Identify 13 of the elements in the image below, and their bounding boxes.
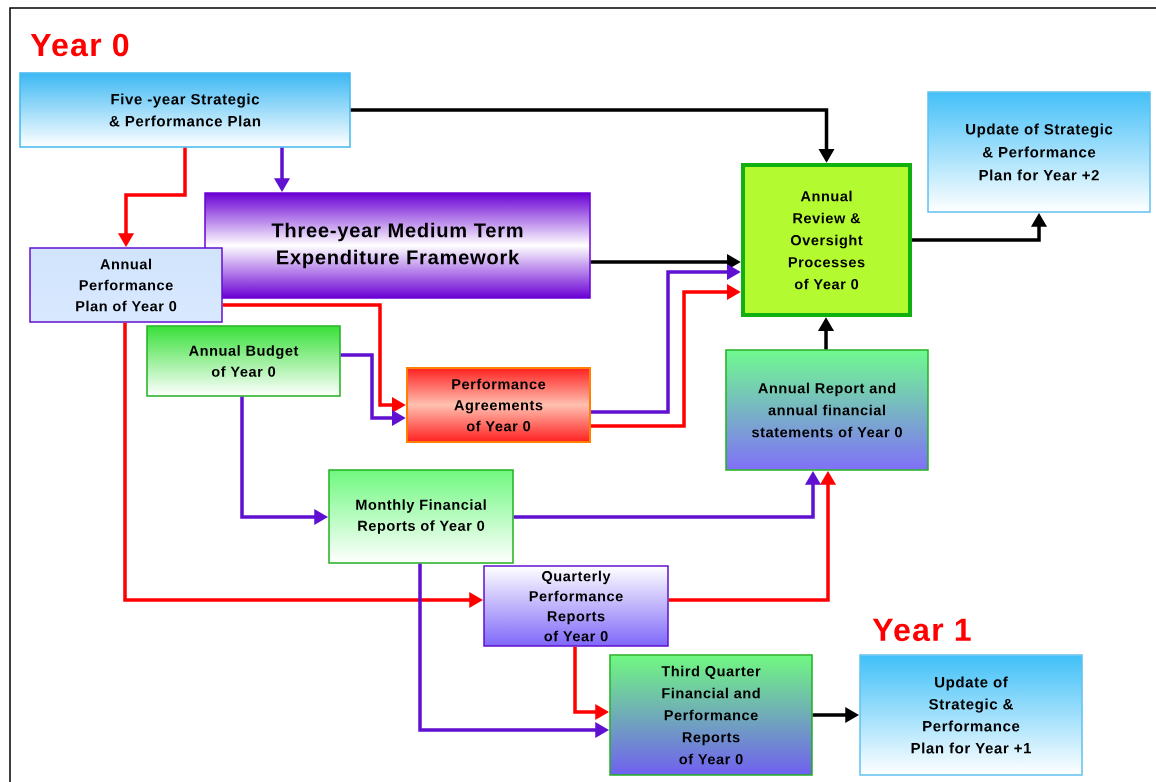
process-box: Update of Strategic & Performance Plan for Year +2 bbox=[927, 91, 1151, 213]
process-box: Performance Agreements of Year 0 bbox=[406, 367, 591, 443]
process-box: Update of Strategic & Performance Plan for Year +1 bbox=[859, 654, 1083, 776]
process-box: Three-year Medium Term Expenditure Framework bbox=[204, 192, 591, 299]
process-box: Annual Budget of Year 0 bbox=[146, 325, 341, 397]
process-box: Annual Review & Oversight Processes of Year 0 bbox=[741, 163, 912, 317]
process-box: Third Quarter Financial and Performance Reports of Year 0 bbox=[609, 654, 813, 776]
process-box: Annual Performance Plan of Year 0 bbox=[29, 247, 223, 323]
process-box: Quarterly Performance Reports of Year 0 bbox=[483, 565, 669, 647]
year-label: Year 1 bbox=[872, 618, 971, 642]
process-box: Five -year Strategic & Performance Plan bbox=[19, 72, 351, 148]
process-box: Monthly Financial Reports of Year 0 bbox=[328, 469, 514, 564]
process-box: Annual Report and annual financial statements of Year 0 bbox=[725, 349, 929, 471]
